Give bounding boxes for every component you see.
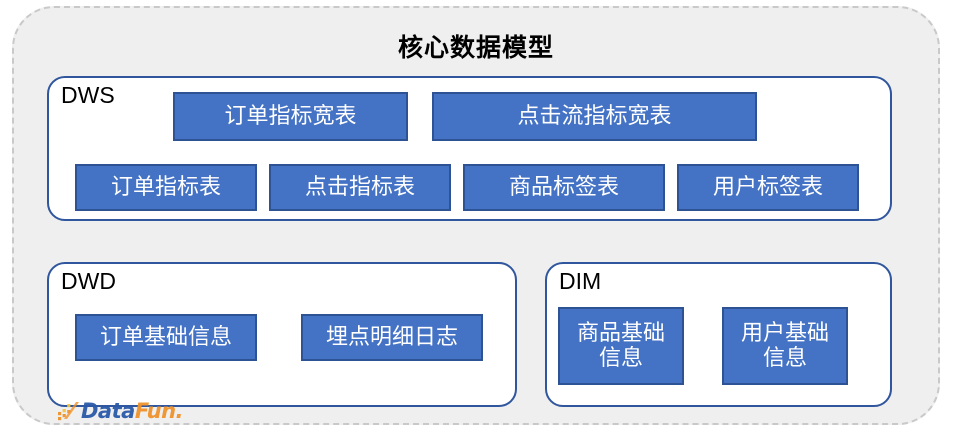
datafun-logo-icon — [58, 401, 80, 421]
layer-panel-dwd: DWD 订单基础信息 埋点明细日志 — [47, 262, 517, 407]
layer-panel-dim: DIM 商品基础 信息 用户基础 信息 — [545, 262, 892, 407]
table-box-order-base-info[interactable]: 订单基础信息 — [75, 314, 257, 361]
table-box-order-metrics[interactable]: 订单指标表 — [75, 164, 257, 211]
table-box-clickstream-metrics-wide[interactable]: 点击流指标宽表 — [432, 92, 757, 141]
table-box-product-base-info[interactable]: 商品基础 信息 — [558, 307, 684, 385]
layer-label-dim: DIM — [559, 268, 602, 294]
layer-label-dwd: DWD — [61, 268, 116, 294]
layer-label-dws: DWS — [61, 82, 115, 108]
page-title: 核心数据模型 — [397, 34, 554, 62]
watermark-text-primary: Data — [81, 399, 135, 423]
table-box-order-metrics-wide[interactable]: 订单指标宽表 — [173, 92, 408, 141]
datafun-watermark: Data Fun. — [58, 396, 184, 426]
table-box-user-tags[interactable]: 用户标签表 — [677, 164, 859, 211]
table-box-user-base-info[interactable]: 用户基础 信息 — [722, 307, 848, 385]
table-box-click-metrics[interactable]: 点击指标表 — [269, 164, 451, 211]
layer-panel-dws: DWS 订单指标宽表 点击流指标宽表 订单指标表 点击指标表 商品标签表 用户标… — [47, 76, 892, 221]
watermark-text-secondary: Fun. — [134, 399, 184, 423]
table-box-product-tags[interactable]: 商品标签表 — [463, 164, 665, 211]
table-box-tracking-detail-log[interactable]: 埋点明细日志 — [301, 314, 483, 361]
